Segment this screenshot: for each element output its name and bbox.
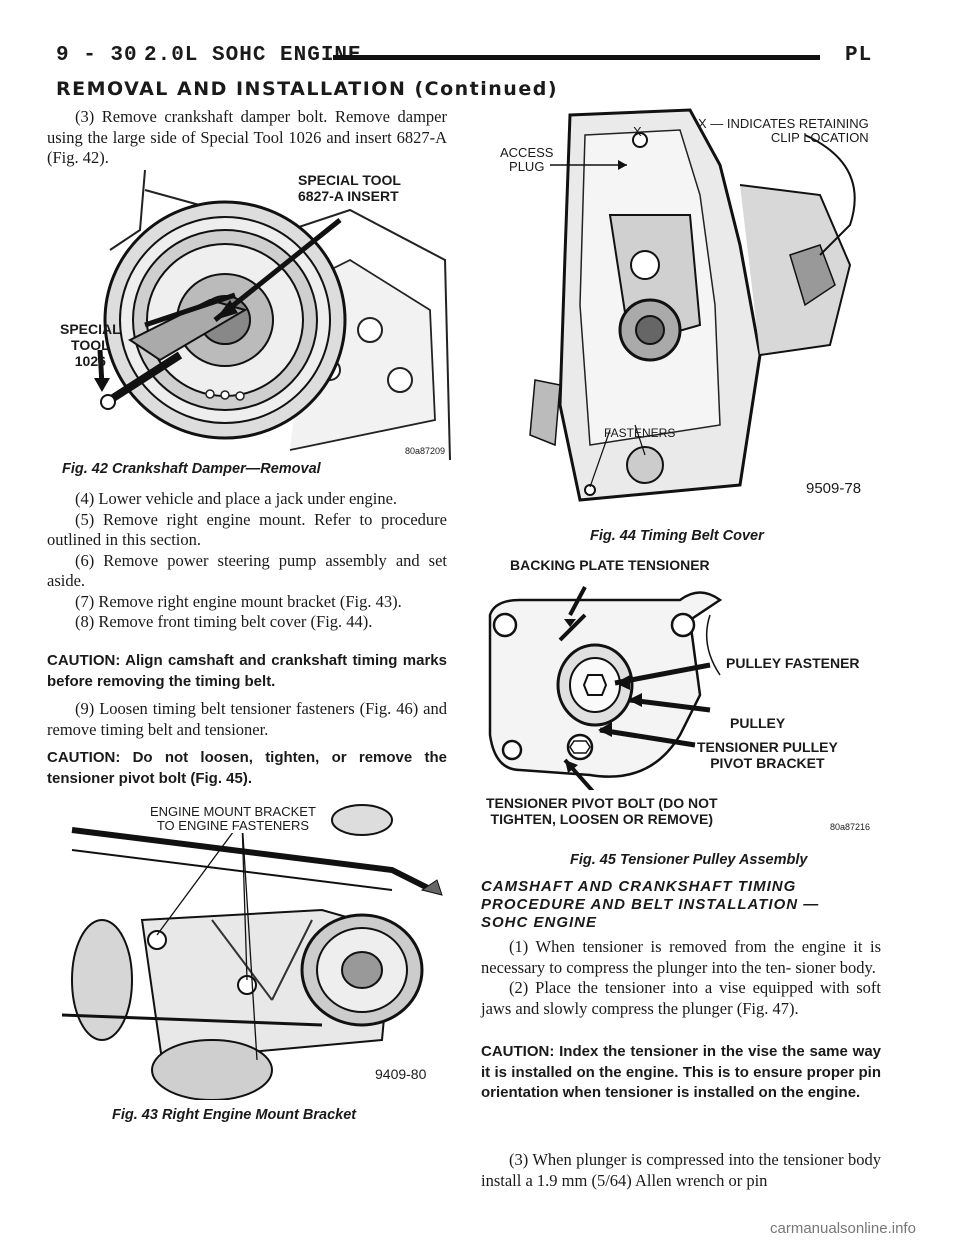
step-3-damper: (3) Remove crankshaft damper bolt. Remov… — [47, 107, 447, 167]
fig43-figure — [62, 800, 452, 1100]
fig42-id: 80a87209 — [405, 446, 446, 456]
header-rule — [333, 55, 820, 60]
engine-mount-bracket-illustration — [62, 804, 443, 1100]
fig44-label-fasteners: FASTENERS — [604, 426, 676, 440]
fig45-label-backing: BACKING PLATE TENSIONER — [510, 557, 710, 573]
fig44-label-access-plug: ACCESS PLUG — [500, 145, 554, 174]
fig45-caption: Fig. 45 Tensioner Pulley Assembly — [570, 852, 808, 868]
fig42-label-insert: SPECIAL TOOL 6827-A INSERT — [298, 172, 401, 204]
model-code: PL — [845, 44, 873, 67]
fig42-caption: Fig. 42 Crankshaft Damper—Removal — [62, 461, 321, 477]
caution-index-tensioner: CAUTION: Index the tensioner in the vise… — [481, 1043, 881, 1101]
fig44-id: 9509-78 — [806, 480, 862, 497]
fig44-label-x: X — [633, 124, 642, 139]
fig45-figure — [480, 575, 920, 790]
right-steps-1-2: (1) When tensioner is removed from the e… — [481, 937, 881, 1018]
fig42-figure — [50, 170, 460, 460]
caution-pivot-bolt: CAUTION: Do not loosen, tighten, or remo… — [47, 749, 447, 787]
fig42-label-special-tool: SPECIAL TOOL 1026 — [60, 321, 121, 369]
fig43-label: ENGINE MOUNT BRACKET TO ENGINE FASTENERS — [148, 804, 318, 833]
page-number: 9 - 30 — [56, 44, 138, 67]
right-step-3: (3) When plunger is compressed into the … — [481, 1150, 881, 1190]
fig44-caption: Fig. 44 Timing Belt Cover — [590, 528, 764, 544]
caution-timing-marks: CAUTION: Align camshaft and crankshaft t… — [47, 652, 447, 690]
crankshaft-damper-illustration — [94, 170, 451, 460]
fig45-label-bracket: TENSIONER PULLEY PIVOT BRACKET — [697, 739, 838, 771]
fig45-label-pivot-bolt: TENSIONER PIVOT BOLT (DO NOT TIGHTEN, LO… — [486, 795, 718, 827]
fig43-caption: Fig. 43 Right Engine Mount Bracket — [112, 1107, 357, 1123]
timing-belt-cover-illustration — [529, 108, 856, 502]
section-title: REMOVAL AND INSTALLATION (Continued) — [56, 78, 559, 100]
fig45-id: 80a87216 — [830, 822, 871, 832]
fig45-label-pulley: PULLEY — [730, 715, 786, 731]
fig43-id: 9409-80 — [375, 1066, 427, 1082]
left-steps-4-8: (4) Lower vehicle and place a jack under… — [47, 489, 447, 631]
step-9-tensioner: (9) Loosen timing belt tensioner fastene… — [47, 699, 447, 739]
tensioner-pulley-illustration — [488, 586, 723, 790]
subheading-timing-procedure: CAMSHAFT AND CRANKSHAFT TIMING PROCEDURE… — [481, 878, 820, 931]
watermark: carmanualsonline.info — [770, 1220, 916, 1237]
engine-title: 2.0L SOHC ENGINE — [144, 44, 362, 67]
fig44-figure — [490, 105, 915, 515]
fig45-label-pulley-fastener: PULLEY FASTENER — [726, 655, 860, 671]
fig44-legend: X — INDICATES RETAINING CLIP LOCATION — [698, 116, 869, 145]
